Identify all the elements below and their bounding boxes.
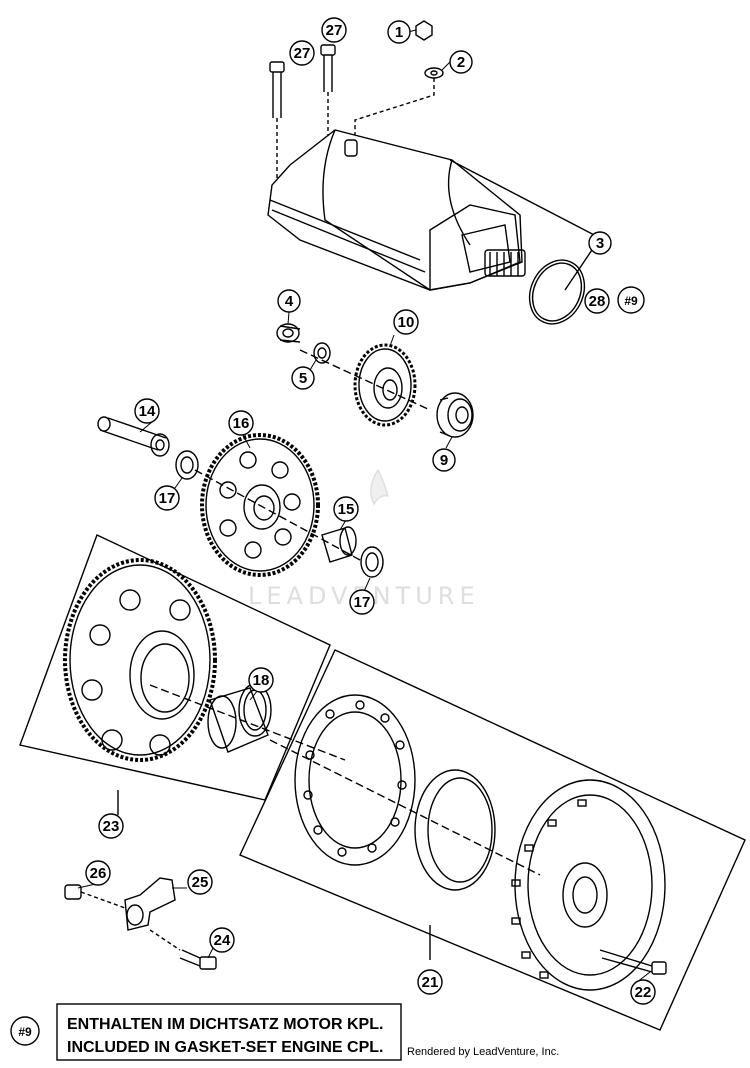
callout-1: 1: [387, 20, 411, 44]
callout-10: 10: [393, 309, 419, 335]
bolt-24: [149, 929, 217, 970]
callout-5: 5: [291, 366, 315, 390]
washer-17-left: [175, 450, 199, 480]
svg-text:16: 16: [233, 415, 250, 432]
svg-text:22: 22: [635, 984, 652, 1001]
freewheel-housing: [511, 779, 666, 991]
svg-text:18: 18: [253, 672, 270, 689]
callout-3: 3: [588, 231, 612, 255]
gear-16: [200, 433, 320, 577]
leadventure-watermark: LEADVENTURE: [248, 468, 475, 610]
bolt-27-right: [320, 44, 336, 140]
svg-text:14: 14: [139, 403, 156, 420]
svg-text:5: 5: [299, 370, 307, 387]
callout-26: 26: [85, 860, 111, 886]
o-ring-28: [528, 259, 586, 325]
gasket-set-note: [56, 1003, 402, 1061]
starter-motor: [267, 20, 602, 325]
svg-text:17: 17: [354, 594, 371, 611]
freewheel-ring: [294, 694, 416, 866]
svg-text:25: 25: [192, 874, 209, 891]
bearing-9: [436, 392, 474, 438]
bushing-15: [321, 526, 357, 563]
note-tag-9: #9: [10, 1016, 40, 1046]
svg-text:27: 27: [294, 45, 311, 62]
callout-25: 25: [187, 869, 213, 895]
bolt-22: [599, 949, 667, 975]
callout-17-right: 17: [349, 589, 375, 615]
render-credit: Rendered by LeadVenture, Inc.: [407, 1046, 560, 1058]
shaft-14: [97, 416, 170, 457]
nut-1: [415, 20, 433, 41]
callout-9: 9: [432, 448, 456, 472]
callout-22: 22: [630, 979, 656, 1005]
callout-4: 4: [277, 289, 301, 313]
svg-text:#9: #9: [18, 1025, 32, 1039]
lever-25: [124, 877, 176, 931]
svg-text:2: 2: [457, 54, 465, 71]
svg-text:#9: #9: [624, 294, 638, 308]
svg-text:21: 21: [422, 974, 439, 991]
svg-text:4: 4: [285, 293, 294, 310]
intermediate-gear-group: [276, 323, 474, 438]
svg-text:1: 1: [395, 24, 403, 41]
bushing-26: [64, 884, 126, 909]
callout-23: 23: [98, 813, 124, 839]
box-21: [239, 649, 746, 1031]
callout-28: 28: [584, 288, 610, 314]
svg-text:28: 28: [589, 293, 606, 310]
svg-text:10: 10: [398, 314, 415, 331]
lever-group: [64, 877, 217, 970]
idler-gear-group: [97, 416, 384, 578]
svg-text:3: 3: [596, 235, 604, 252]
callout-21: 21: [417, 969, 443, 995]
callout-14: 14: [134, 398, 160, 424]
note-line-german: ENTHALTEN IM DICHTSATZ MOTOR KPL.: [67, 1016, 383, 1033]
callout-18: 18: [248, 667, 274, 693]
bushing-4: [276, 323, 301, 343]
starter-gear: [63, 558, 217, 762]
callout-2: 2: [449, 50, 473, 74]
svg-text:24: 24: [214, 932, 231, 949]
callout-16: 16: [228, 410, 254, 436]
callout-27-left: 27: [289, 40, 315, 66]
svg-text:26: 26: [90, 865, 107, 882]
note-line-english: INCLUDED IN GASKET-SET ENGINE CPL.: [67, 1039, 383, 1056]
washer-17-right: [360, 546, 384, 578]
callout-15: 15: [333, 496, 359, 522]
washer-2: [424, 67, 444, 79]
svg-text:23: 23: [103, 818, 120, 835]
freewheel-cage: [414, 769, 496, 891]
svg-text:17: 17: [159, 490, 176, 507]
svg-text:27: 27: [326, 22, 343, 39]
callout-27-right: 27: [321, 17, 347, 43]
callout-9-tag: #9: [617, 286, 645, 314]
callout-24: 24: [209, 927, 235, 953]
callout-17-left: 17: [154, 485, 180, 511]
gear-10: [299, 343, 431, 427]
svg-text:15: 15: [338, 501, 355, 518]
washer-5: [313, 342, 331, 364]
svg-text:9: 9: [440, 452, 448, 469]
box-23: [19, 534, 346, 815]
bearing-18: [207, 683, 272, 753]
